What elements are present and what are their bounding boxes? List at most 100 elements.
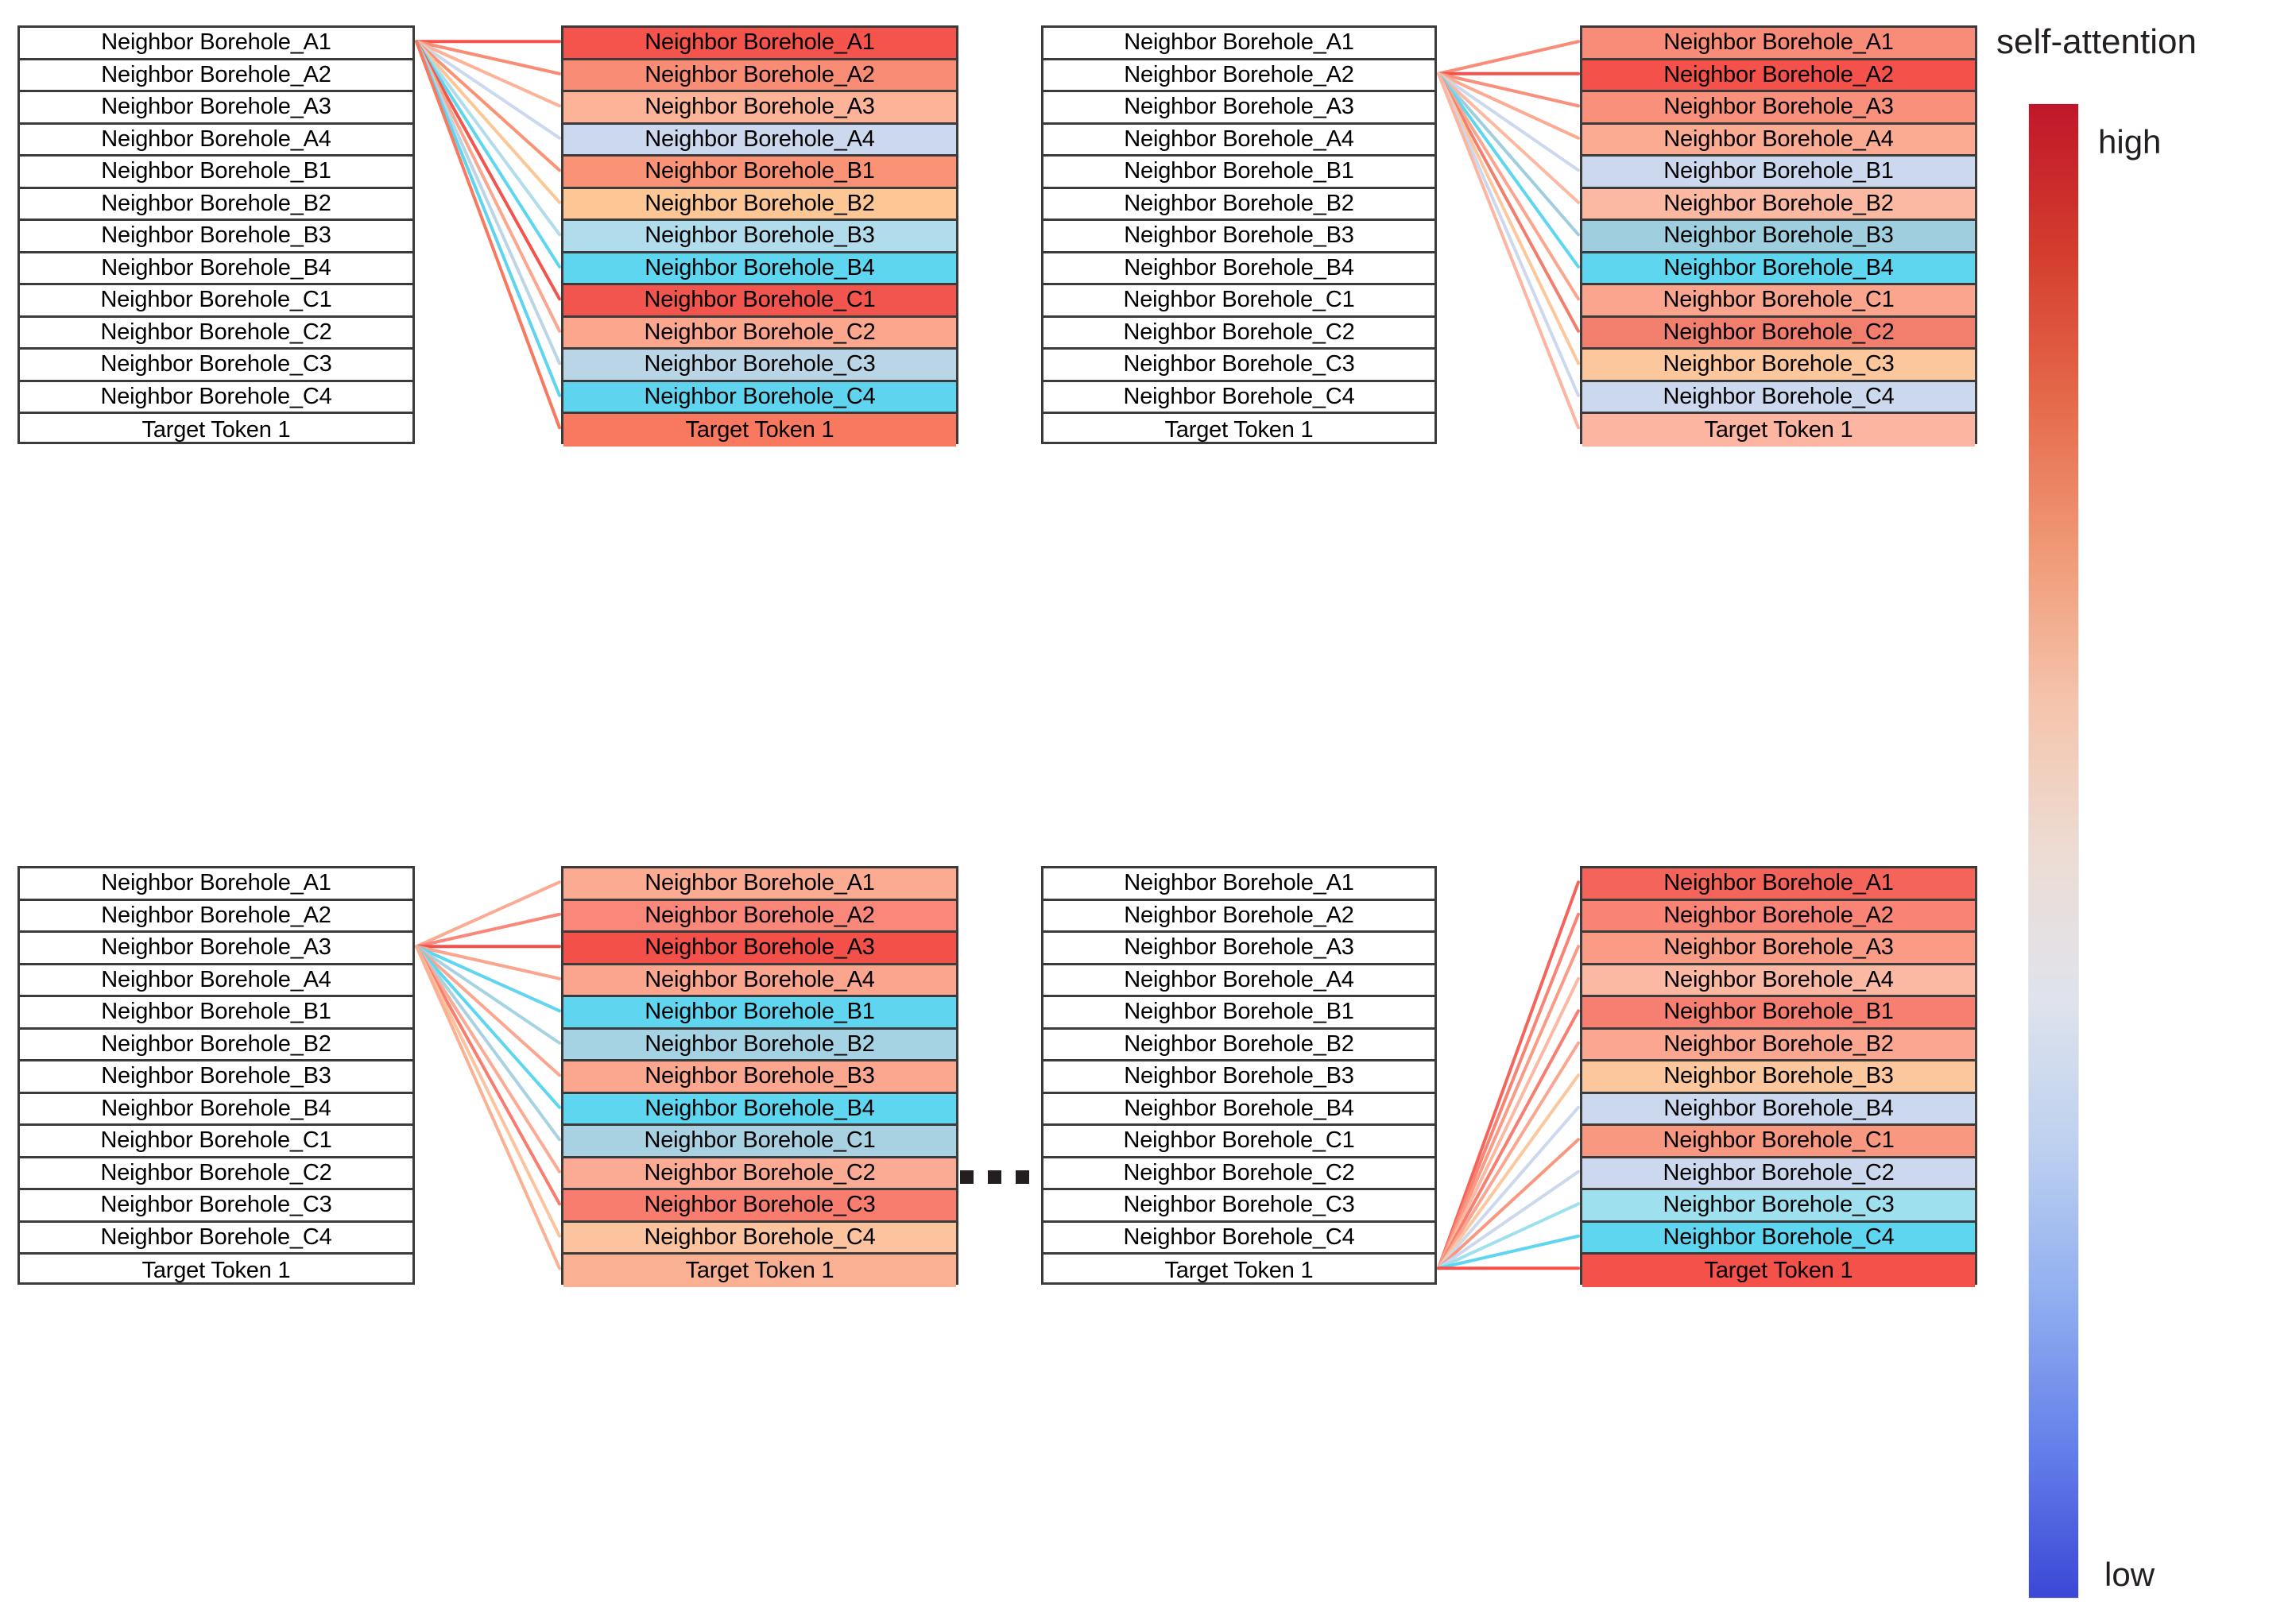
neighbor-token-cell[interactable]: Neighbor Borehole_C2 xyxy=(20,318,412,350)
neighbor-token-cell[interactable]: Neighbor Borehole_B1 xyxy=(1582,997,1975,1030)
neighbor-token-cell[interactable]: Neighbor Borehole_A1 xyxy=(563,28,956,60)
neighbor-token-cell[interactable]: Neighbor Borehole_A4 xyxy=(563,965,956,997)
neighbor-token-cell[interactable]: Neighbor Borehole_A3 xyxy=(1582,933,1975,965)
neighbor-token-cell[interactable]: Neighbor Borehole_A3 xyxy=(563,933,956,965)
neighbor-token-cell[interactable]: Neighbor Borehole_A1 xyxy=(563,868,956,901)
neighbor-token-cell[interactable]: Neighbor Borehole_B3 xyxy=(1043,1061,1434,1094)
neighbor-token-cell[interactable]: Neighbor Borehole_A4 xyxy=(1043,125,1434,157)
neighbor-token-cell[interactable]: Neighbor Borehole_A1 xyxy=(1582,868,1975,901)
neighbor-token-cell[interactable]: Neighbor Borehole_B1 xyxy=(1582,157,1975,189)
neighbor-token-cell[interactable]: Neighbor Borehole_B2 xyxy=(20,1030,412,1061)
neighbor-token-cell[interactable]: Neighbor Borehole_A3 xyxy=(563,92,956,125)
neighbor-token-cell[interactable]: Neighbor Borehole_C3 xyxy=(20,350,412,382)
neighbor-token-cell[interactable]: Neighbor Borehole_C4 xyxy=(1582,381,1975,414)
neighbor-token-cell[interactable]: Neighbor Borehole_A3 xyxy=(1043,933,1434,965)
neighbor-token-cell[interactable]: Neighbor Borehole_C4 xyxy=(563,1222,956,1255)
neighbor-token-cell[interactable]: Neighbor Borehole_B4 xyxy=(563,1093,956,1126)
neighbor-token-cell[interactable]: Neighbor Borehole_B3 xyxy=(20,221,412,253)
neighbor-token-cell[interactable]: Neighbor Borehole_C1 xyxy=(20,285,412,318)
neighbor-token-cell[interactable]: Neighbor Borehole_A3 xyxy=(20,933,412,965)
neighbor-token-cell[interactable]: Neighbor Borehole_A1 xyxy=(1043,28,1434,60)
neighbor-token-cell[interactable]: Neighbor Borehole_A4 xyxy=(1582,965,1975,997)
neighbor-token-cell[interactable]: Neighbor Borehole_C3 xyxy=(1043,1190,1434,1223)
neighbor-token-cell[interactable]: Neighbor Borehole_A2 xyxy=(1582,60,1975,92)
neighbor-token-cell[interactable]: Neighbor Borehole_C1 xyxy=(1582,1126,1975,1158)
neighbor-token-cell[interactable]: Neighbor Borehole_C2 xyxy=(563,317,956,350)
neighbor-token-cell[interactable]: Neighbor Borehole_B1 xyxy=(20,157,412,189)
neighbor-token-cell[interactable]: Neighbor Borehole_B4 xyxy=(1582,253,1975,285)
neighbor-token-cell[interactable]: Neighbor Borehole_C4 xyxy=(20,382,412,414)
neighbor-token-cell[interactable]: Neighbor Borehole_B2 xyxy=(563,1029,956,1061)
neighbor-token-cell[interactable]: Neighbor Borehole_B4 xyxy=(1043,253,1434,285)
neighbor-token-cell[interactable]: Neighbor Borehole_B4 xyxy=(20,1094,412,1126)
neighbor-token-cell[interactable]: Neighbor Borehole_C3 xyxy=(563,1190,956,1223)
target-token-cell[interactable]: Target Token 1 xyxy=(1582,1255,1975,1287)
neighbor-token-cell[interactable]: Neighbor Borehole_B4 xyxy=(20,253,412,285)
target-token-cell[interactable]: Target Token 1 xyxy=(141,1257,291,1283)
neighbor-token-cell[interactable]: Neighbor Borehole_A4 xyxy=(20,125,412,157)
neighbor-token-cell[interactable]: Neighbor Borehole_B4 xyxy=(1043,1094,1434,1126)
neighbor-token-cell[interactable]: Neighbor Borehole_C1 xyxy=(1043,285,1434,318)
neighbor-token-cell[interactable]: Neighbor Borehole_A2 xyxy=(20,60,412,92)
neighbor-token-cell[interactable]: Neighbor Borehole_A4 xyxy=(1043,965,1434,997)
neighbor-token-cell[interactable]: Neighbor Borehole_B4 xyxy=(1582,1093,1975,1126)
neighbor-token-cell[interactable]: Neighbor Borehole_C1 xyxy=(563,1126,956,1158)
neighbor-token-cell[interactable]: Neighbor Borehole_B3 xyxy=(1582,1061,1975,1094)
neighbor-token-cell[interactable]: Neighbor Borehole_C3 xyxy=(1582,1190,1975,1223)
neighbor-token-cell[interactable]: Neighbor Borehole_C1 xyxy=(1582,285,1975,318)
neighbor-token-cell[interactable]: Neighbor Borehole_B4 xyxy=(563,253,956,285)
neighbor-token-cell[interactable]: Neighbor Borehole_A2 xyxy=(1043,60,1434,92)
neighbor-token-cell[interactable]: Neighbor Borehole_C2 xyxy=(20,1158,412,1190)
neighbor-token-cell[interactable]: Neighbor Borehole_C1 xyxy=(563,285,956,318)
neighbor-token-cell[interactable]: Neighbor Borehole_A4 xyxy=(563,124,956,157)
neighbor-token-cell[interactable]: Neighbor Borehole_C3 xyxy=(1043,350,1434,382)
neighbor-token-cell[interactable]: Neighbor Borehole_C4 xyxy=(1043,1223,1434,1255)
neighbor-token-cell[interactable]: Neighbor Borehole_C3 xyxy=(563,350,956,382)
neighbor-token-cell[interactable]: Neighbor Borehole_B2 xyxy=(1043,189,1434,221)
neighbor-token-cell[interactable]: Neighbor Borehole_B2 xyxy=(20,189,412,221)
target-token-cell[interactable]: Target Token 1 xyxy=(1582,414,1975,447)
neighbor-token-cell[interactable]: Neighbor Borehole_A2 xyxy=(563,60,956,92)
neighbor-token-cell[interactable]: Neighbor Borehole_B3 xyxy=(563,1061,956,1094)
neighbor-token-cell[interactable]: Neighbor Borehole_C1 xyxy=(1043,1126,1434,1158)
neighbor-token-cell[interactable]: Neighbor Borehole_C2 xyxy=(1043,318,1434,350)
neighbor-token-cell[interactable]: Neighbor Borehole_A3 xyxy=(1582,92,1975,125)
target-token-cell[interactable]: Target Token 1 xyxy=(563,1255,956,1287)
neighbor-token-cell[interactable]: Neighbor Borehole_C3 xyxy=(1582,350,1975,382)
neighbor-token-cell[interactable]: Neighbor Borehole_B2 xyxy=(1582,1029,1975,1061)
neighbor-token-cell[interactable]: Neighbor Borehole_C2 xyxy=(1582,317,1975,350)
neighbor-token-cell[interactable]: Neighbor Borehole_B3 xyxy=(1582,221,1975,253)
neighbor-token-cell[interactable]: Neighbor Borehole_A3 xyxy=(1043,92,1434,125)
neighbor-token-cell[interactable]: Neighbor Borehole_B1 xyxy=(1043,997,1434,1030)
neighbor-token-cell[interactable]: Neighbor Borehole_C3 xyxy=(20,1190,412,1223)
neighbor-token-cell[interactable]: Neighbor Borehole_B2 xyxy=(563,188,956,221)
neighbor-token-cell[interactable]: Neighbor Borehole_C4 xyxy=(20,1223,412,1255)
neighbor-token-cell[interactable]: Neighbor Borehole_B3 xyxy=(563,221,956,253)
neighbor-token-cell[interactable]: Neighbor Borehole_B3 xyxy=(20,1061,412,1094)
neighbor-token-cell[interactable]: Neighbor Borehole_A2 xyxy=(20,901,412,933)
target-token-cell[interactable]: Target Token 1 xyxy=(1164,416,1314,443)
neighbor-token-cell[interactable]: Neighbor Borehole_A4 xyxy=(1582,124,1975,157)
neighbor-token-cell[interactable]: Neighbor Borehole_A2 xyxy=(1582,900,1975,933)
target-token-cell[interactable]: Target Token 1 xyxy=(1164,1257,1314,1283)
neighbor-token-cell[interactable]: Neighbor Borehole_B2 xyxy=(1582,188,1975,221)
neighbor-token-cell[interactable]: Neighbor Borehole_B1 xyxy=(563,157,956,189)
neighbor-token-cell[interactable]: Neighbor Borehole_C2 xyxy=(1043,1158,1434,1190)
neighbor-token-cell[interactable]: Neighbor Borehole_C4 xyxy=(1582,1222,1975,1255)
neighbor-token-cell[interactable]: Neighbor Borehole_A1 xyxy=(1043,868,1434,901)
neighbor-token-cell[interactable]: Neighbor Borehole_B2 xyxy=(1043,1030,1434,1061)
neighbor-token-cell[interactable]: Neighbor Borehole_B1 xyxy=(20,997,412,1030)
neighbor-token-cell[interactable]: Neighbor Borehole_A2 xyxy=(563,900,956,933)
neighbor-token-cell[interactable]: Neighbor Borehole_A2 xyxy=(1043,901,1434,933)
neighbor-token-cell[interactable]: Neighbor Borehole_C4 xyxy=(563,381,956,414)
neighbor-token-cell[interactable]: Neighbor Borehole_C2 xyxy=(563,1158,956,1190)
neighbor-token-cell[interactable]: Neighbor Borehole_A3 xyxy=(20,92,412,125)
neighbor-token-cell[interactable]: Neighbor Borehole_A4 xyxy=(20,965,412,997)
neighbor-token-cell[interactable]: Neighbor Borehole_B3 xyxy=(1043,221,1434,253)
neighbor-token-cell[interactable]: Neighbor Borehole_C1 xyxy=(20,1126,412,1158)
neighbor-token-cell[interactable]: Neighbor Borehole_B1 xyxy=(1043,157,1434,189)
neighbor-token-cell[interactable]: Neighbor Borehole_A1 xyxy=(20,28,412,60)
neighbor-token-cell[interactable]: Neighbor Borehole_C4 xyxy=(1043,382,1434,414)
neighbor-token-cell[interactable]: Neighbor Borehole_B1 xyxy=(563,997,956,1030)
neighbor-token-cell[interactable]: Neighbor Borehole_A1 xyxy=(20,868,412,901)
